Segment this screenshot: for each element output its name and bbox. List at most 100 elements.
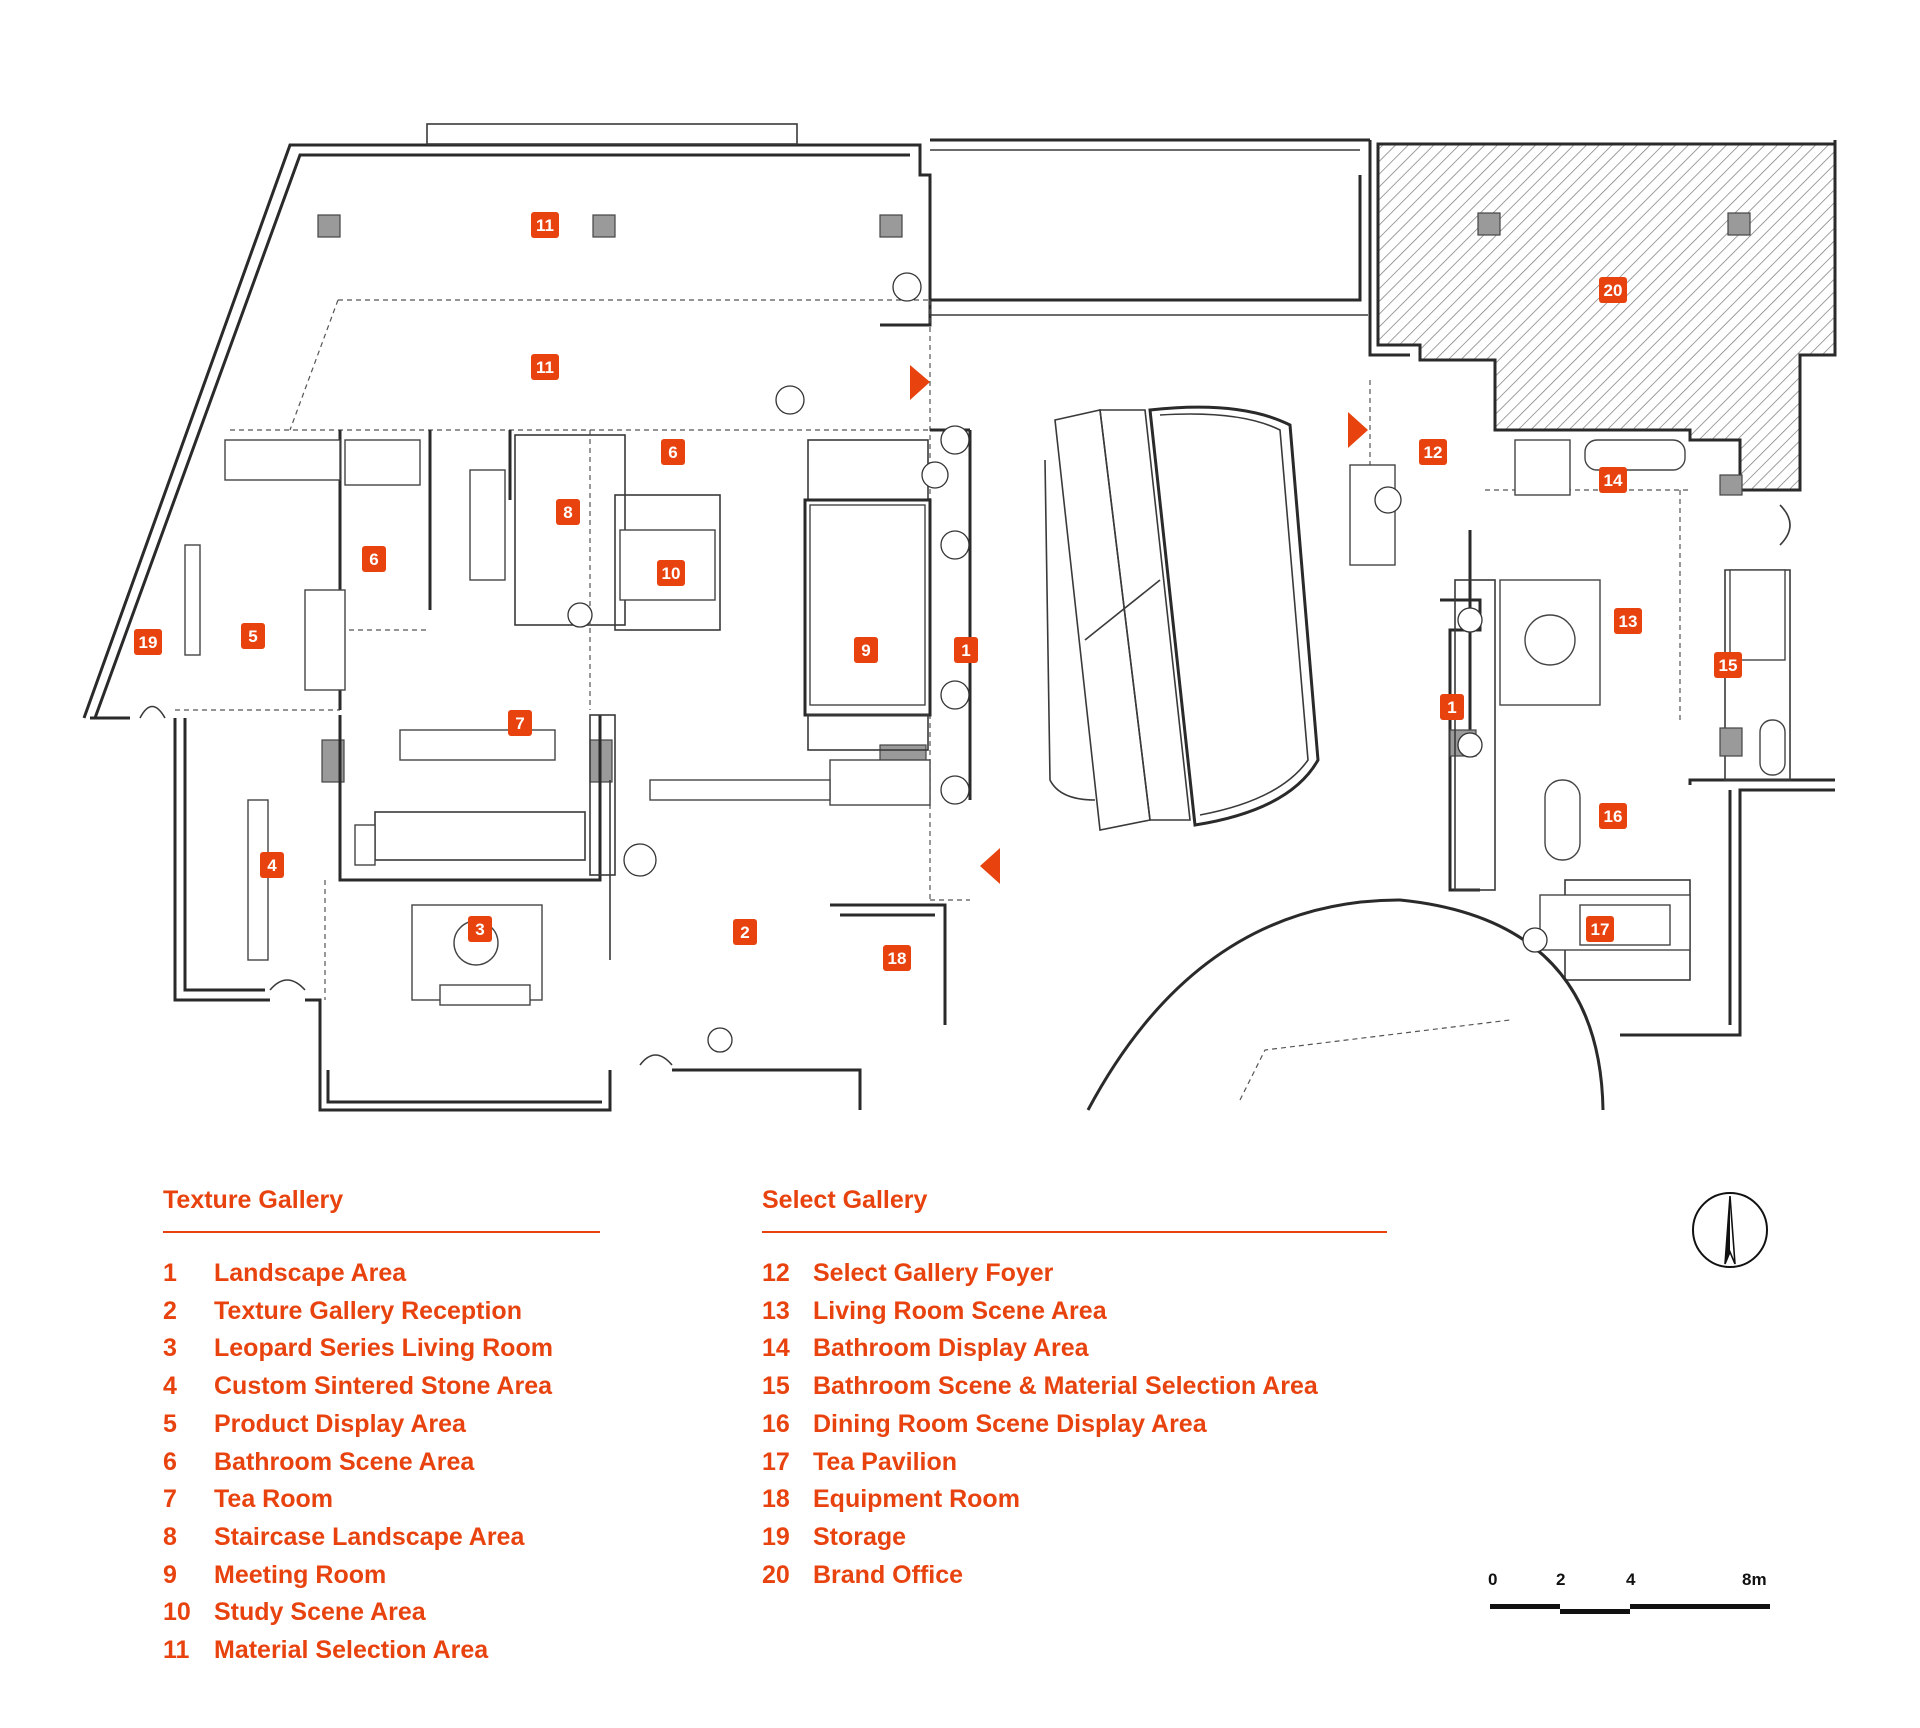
- room-tag: 11: [531, 354, 559, 380]
- legend-divider: [163, 1231, 600, 1233]
- svg-text:17: 17: [1591, 920, 1610, 939]
- svg-text:16: 16: [1604, 807, 1623, 826]
- entry-arrows: [910, 365, 1368, 884]
- legend-item-label: Meeting Room: [214, 1560, 387, 1589]
- scale-label: 8m: [1742, 1570, 1767, 1589]
- legend-item-number: 15: [762, 1372, 790, 1401]
- legend-item-number: 18: [762, 1485, 790, 1514]
- room-tag: 18: [883, 945, 911, 971]
- room-tag: 15: [1714, 652, 1742, 678]
- legend-item-label: Bathroom Scene Area: [214, 1447, 475, 1476]
- svg-text:19: 19: [139, 633, 158, 652]
- legend-item-label: Staircase Landscape Area: [214, 1522, 525, 1551]
- svg-text:2: 2: [740, 923, 749, 942]
- scale-label: 4: [1626, 1570, 1636, 1589]
- legend-item-label: Bathroom Display Area: [813, 1334, 1089, 1363]
- legend-item-number: 14: [762, 1334, 790, 1363]
- legend-item: 6 Bathroom Scene Area: [163, 1444, 600, 1482]
- legend-item: 3 Leopard Series Living Room: [163, 1330, 600, 1368]
- svg-text:6: 6: [668, 443, 677, 462]
- legend-item: 1 Landscape Area: [163, 1255, 600, 1293]
- room-tag: 17: [1586, 916, 1614, 942]
- legend-divider: [762, 1231, 1387, 1233]
- legend-item-number: 11: [163, 1636, 190, 1665]
- curved-wall-arc: [1086, 898, 1605, 1111]
- legend-item-number: 6: [163, 1447, 177, 1476]
- room-tag: 1: [1440, 694, 1464, 720]
- room-tag: 9: [854, 637, 878, 663]
- room-tags: 11 11 6 6 8 10 9 1 19 5 7 4 3 2 18 20 12…: [134, 212, 1742, 971]
- furniture: [184, 439, 1786, 1006]
- svg-text:18: 18: [888, 949, 907, 968]
- north-arrow-icon: [1692, 1192, 1768, 1268]
- svg-text:12: 12: [1424, 443, 1443, 462]
- legend-item-label: Brand Office: [813, 1560, 964, 1589]
- interior-partitions: [338, 428, 1691, 981]
- svg-text:5: 5: [248, 627, 257, 646]
- legend-item-label: Study Scene Area: [214, 1598, 426, 1627]
- svg-text:14: 14: [1604, 471, 1623, 490]
- room-tag: 1: [954, 637, 978, 663]
- legend-item-label: Dining Room Scene Display Area: [813, 1409, 1207, 1438]
- legend-item-number: 3: [163, 1334, 177, 1363]
- legend-item-label: Bathroom Scene & Material Selection Area: [813, 1372, 1318, 1401]
- room-tag: 20: [1599, 277, 1627, 303]
- svg-text:3: 3: [475, 920, 484, 939]
- svg-text:1: 1: [1447, 698, 1456, 717]
- legend-item: 20 Brand Office: [762, 1557, 1387, 1595]
- svg-text:1: 1: [961, 641, 970, 660]
- room-tag: 8: [556, 499, 580, 525]
- legend-item-number: 16: [762, 1409, 790, 1438]
- room-tag: 16: [1599, 803, 1627, 829]
- svg-text:7: 7: [515, 714, 524, 733]
- legend-item-number: 20: [762, 1560, 790, 1589]
- legend-texture-gallery: Texture Gallery 1 Landscape Area 2 Texture…: [163, 1186, 600, 1670]
- room-tag: 12: [1419, 439, 1447, 465]
- room-tag: 6: [362, 546, 386, 572]
- legend-title: Texture Gallery: [163, 1186, 344, 1214]
- legend-item: 2 Texture Gallery Reception: [163, 1293, 600, 1331]
- legend-item: 14 Bathroom Display Area: [762, 1330, 1387, 1368]
- room-tag: 6: [661, 439, 685, 465]
- legend-item-number: 2: [163, 1296, 177, 1325]
- legend-item: 8 Staircase Landscape Area: [163, 1519, 600, 1557]
- legend-item-number: 7: [163, 1485, 177, 1514]
- room-tag: 7: [508, 710, 532, 736]
- legend-item-label: Living Room Scene Area: [813, 1296, 1107, 1325]
- room-tag: 3: [468, 916, 492, 942]
- legend-item: 10 Study Scene Area: [163, 1594, 600, 1632]
- legend-item: 16 Dining Room Scene Display Area: [762, 1406, 1387, 1444]
- legend-item-number: 9: [163, 1560, 177, 1589]
- plants: [567, 272, 1548, 1053]
- doors: [139, 504, 1791, 1066]
- legend-item-number: 4: [163, 1372, 177, 1401]
- legend-item-label: Equipment Room: [813, 1485, 1020, 1514]
- legend-item-number: 10: [163, 1598, 191, 1627]
- svg-text:20: 20: [1604, 281, 1623, 300]
- svg-text:13: 13: [1619, 612, 1638, 631]
- legend-item-label: Product Display Area: [214, 1409, 466, 1438]
- room-tag: 2: [733, 919, 757, 945]
- legend-item-number: 8: [163, 1522, 177, 1551]
- scale-bar-graphic: [1490, 1604, 1770, 1614]
- room-tag: 5: [241, 623, 265, 649]
- room-tag: 4: [260, 852, 284, 878]
- svg-text:11: 11: [536, 216, 554, 235]
- legend-item-number: 12: [762, 1259, 790, 1287]
- legend-item-label: Landscape Area: [214, 1259, 407, 1287]
- legend-item-label: Material Selection Area: [214, 1636, 489, 1665]
- svg-text:8: 8: [563, 503, 572, 522]
- brand-office-hatch: [1376, 142, 1837, 492]
- legend-item-label: Texture Gallery Reception: [214, 1296, 522, 1325]
- legend-item-label: Leopard Series Living Room: [214, 1334, 553, 1363]
- legend-title: Select Gallery: [762, 1186, 928, 1214]
- legend-item: 15 Bathroom Scene & Material Selection Ar…: [762, 1368, 1387, 1406]
- legend-item-number: 1: [163, 1259, 177, 1287]
- legend-item-number: 17: [762, 1447, 790, 1476]
